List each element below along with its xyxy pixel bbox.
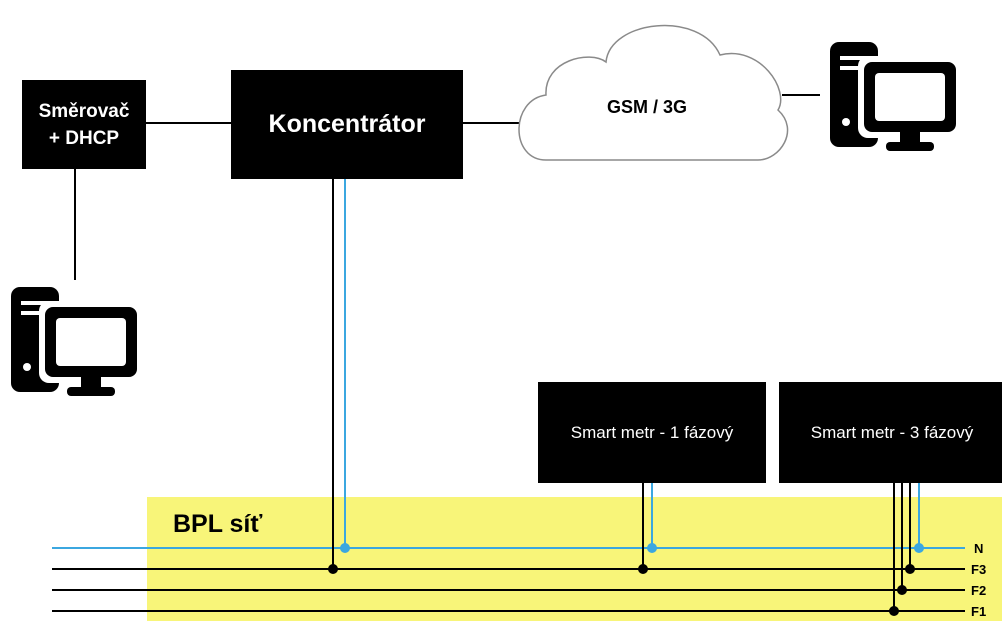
junction-m3-f2	[897, 585, 907, 595]
router-box: Směrovač + DHCP	[22, 80, 146, 169]
bpl-zone-label: BPL síť	[173, 510, 262, 538]
meter-1phase-box: Smart metr - 1 fázový	[538, 382, 766, 483]
meter-1phase-label: Smart metr - 1 fázový	[570, 422, 734, 442]
cloud-label: GSM / 3G	[607, 97, 687, 117]
meter-3phase-box: Smart metr - 3 fázový	[779, 382, 1002, 483]
gsm-cloud	[518, 24, 789, 161]
bpl-zone	[147, 497, 1002, 621]
line-label-n: N	[974, 541, 984, 556]
router-label-line2: + DHCP	[48, 127, 120, 149]
junction-m3-f3	[905, 564, 915, 574]
desktop-computer-icon	[830, 42, 962, 151]
junction-m3-n	[914, 543, 924, 553]
junction-conc-n	[340, 543, 350, 553]
router-label-line1: Směrovač	[38, 100, 130, 122]
junction-m1-n	[647, 543, 657, 553]
junction-m3-f1	[889, 606, 899, 616]
junction-conc-f3	[328, 564, 338, 574]
meter-3phase-label: Smart metr - 3 fázový	[810, 422, 974, 442]
line-label-f3: F3	[971, 562, 987, 577]
junction-m1-f3	[638, 564, 648, 574]
desktop-computer-icon	[11, 287, 143, 396]
line-label-f2: F2	[971, 583, 987, 598]
line-label-f1: F1	[971, 604, 987, 619]
concentrator-box: Koncentrátor	[231, 70, 463, 179]
concentrator-label: Koncentrátor	[268, 110, 426, 138]
